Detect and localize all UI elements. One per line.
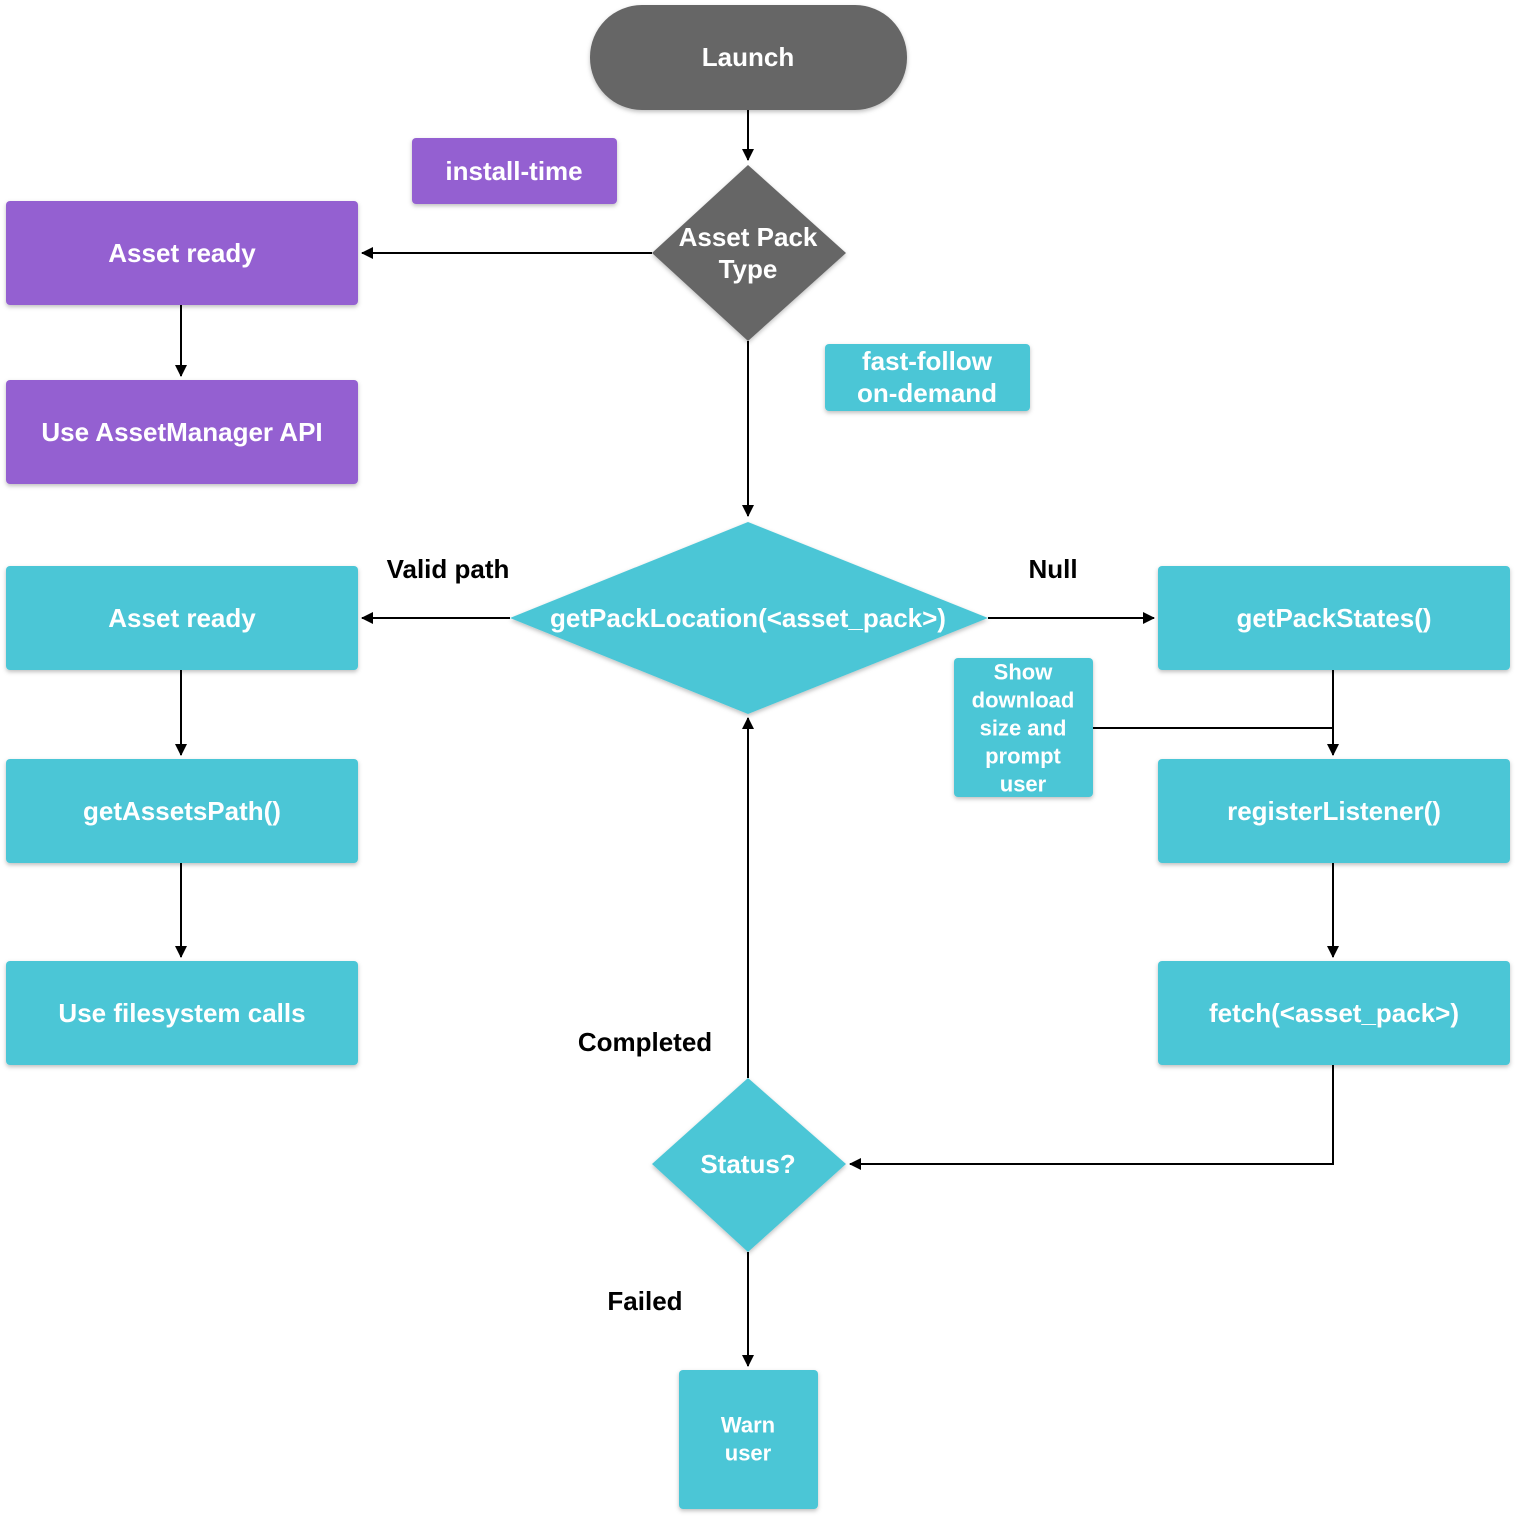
warn-user-box [679, 1370, 818, 1509]
get-pack-states-label: getPackStates() [1236, 603, 1431, 633]
use-filesystem-box [6, 961, 358, 1065]
edge-label-null: Null [1028, 554, 1077, 584]
asset-pack-type-decision [652, 165, 846, 341]
status-decision [652, 1078, 846, 1252]
install-time-tag [412, 138, 617, 204]
get-pack-location-label: getPackLocation(<asset_pack>) [550, 603, 946, 633]
get-assets-path-box [6, 759, 358, 863]
edge-label-valid-path: Valid path [387, 554, 510, 584]
fetch-box [1158, 961, 1510, 1065]
install-time-label: install-time [445, 156, 582, 186]
edge-label-failed: Failed [607, 1286, 682, 1316]
asset-ready-path-box [6, 566, 358, 670]
get-assets-path-label: getAssetsPath() [83, 796, 281, 826]
show-download-label-line3: size and [980, 716, 1067, 741]
show-download-label-line5: user [1000, 772, 1047, 797]
use-filesystem-label: Use filesystem calls [58, 998, 305, 1028]
asset-ready-path-label: Asset ready [108, 603, 256, 633]
launch-label: Launch [702, 42, 794, 72]
use-assetmanager-label: Use AssetManager API [41, 417, 322, 447]
show-download-box [954, 658, 1093, 797]
status-label: Status? [700, 1149, 795, 1179]
show-download-label-line1: Show [994, 660, 1054, 685]
fast-follow-label-line1: fast-follow [862, 346, 993, 376]
get-pack-location-decision [510, 522, 988, 714]
use-assetmanager-box [6, 380, 358, 484]
fast-follow-label-line2: on-demand [857, 378, 997, 408]
show-download-label-line4: prompt [985, 744, 1061, 769]
asset-pack-type-label-line1: Asset Pack [679, 222, 818, 252]
asset-ready-install-label: Asset ready [108, 238, 256, 268]
launch-terminator [590, 5, 907, 110]
get-pack-states-box [1158, 566, 1510, 670]
fetch-label: fetch(<asset_pack>) [1209, 998, 1459, 1028]
asset-pack-type-label-line2: Type [719, 254, 778, 284]
register-listener-label: registerListener() [1227, 796, 1441, 826]
fast-follow-tag [825, 344, 1030, 411]
asset-ready-install-box [6, 201, 358, 305]
warn-user-label-line2: user [725, 1441, 772, 1466]
edge-label-completed: Completed [578, 1027, 712, 1057]
show-download-label-line2: download [972, 688, 1075, 713]
warn-user-label-line1: Warn [721, 1413, 775, 1438]
edge-fetch-to-status [849, 1065, 1334, 1170]
register-listener-box [1158, 759, 1510, 863]
